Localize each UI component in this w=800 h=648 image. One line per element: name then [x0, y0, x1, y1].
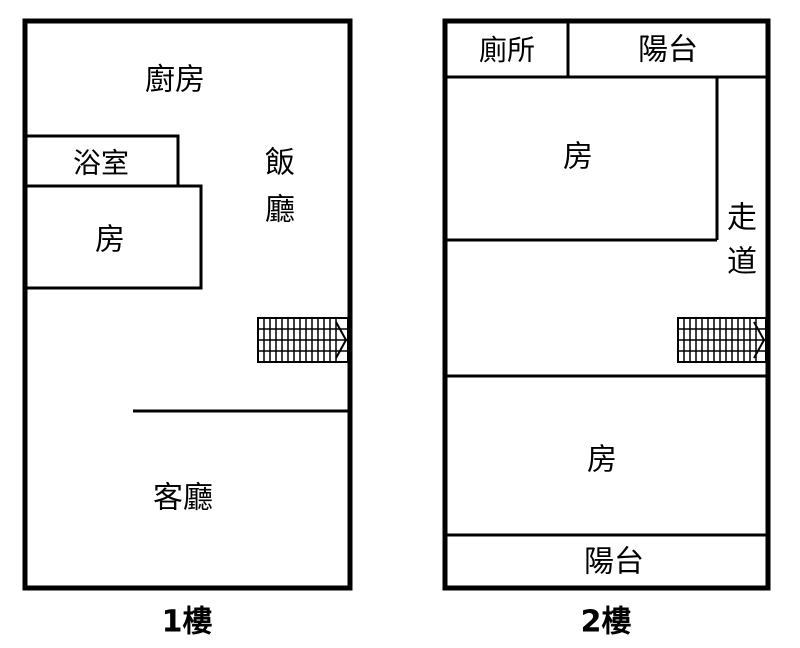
- upper-bedroom-label: 房: [563, 140, 593, 175]
- balcony-bottom-label: 陽台: [584, 545, 644, 580]
- floor-2-caption: 2樓: [581, 605, 632, 640]
- toilet-label: 廁所: [479, 34, 535, 67]
- stair-arrow-icon: [335, 321, 348, 359]
- floor-2-plan: 廁所 陽台 房 走 道 房 陽台 2樓: [442, 18, 771, 640]
- floor-2-outer-wall: [442, 18, 771, 591]
- floor-1-staircase: [257, 317, 349, 363]
- dining-label-top: 飯: [265, 146, 295, 181]
- bedroom-label: 房: [95, 223, 125, 258]
- floor-1-plan: 廚房 浴室 房 飯 廳 客廳 1樓: [22, 18, 353, 640]
- floor-1-outer-wall: [22, 18, 353, 591]
- floor-2-staircase: [677, 317, 767, 363]
- hallway-label-top: 走: [727, 201, 757, 236]
- dining-label-bottom: 廳: [265, 193, 295, 228]
- floor-1-caption: 1樓: [162, 605, 213, 640]
- bathroom-label: 浴室: [73, 147, 129, 180]
- living-room-label: 客廳: [153, 481, 213, 516]
- bedroom-wall: [23, 184, 203, 290]
- hallway-label-bottom: 道: [727, 245, 757, 280]
- kitchen-label: 廚房: [145, 63, 205, 98]
- lower-bedroom-label: 房: [587, 443, 617, 478]
- stair-arrow-icon: [753, 321, 766, 359]
- balcony-top-label: 陽台: [638, 33, 698, 68]
